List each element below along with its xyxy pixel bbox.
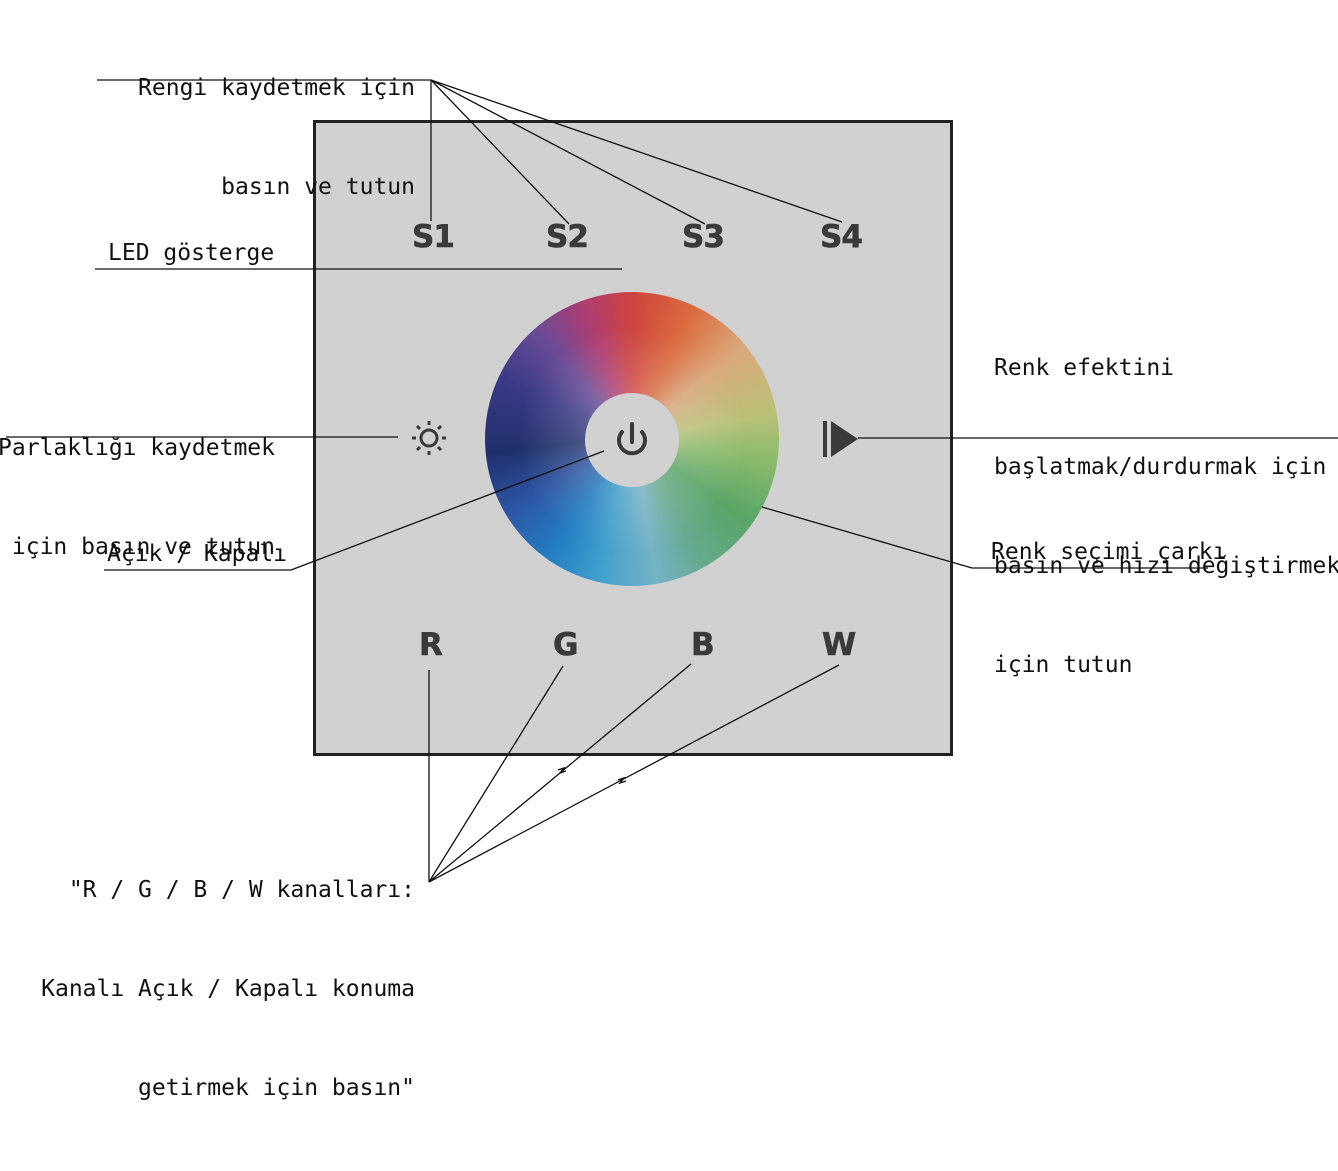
channels-line-3: getirmek için basın" xyxy=(138,1075,415,1101)
effect-line-4: için tutun xyxy=(994,652,1133,678)
channel-button-g[interactable]: G xyxy=(553,627,579,663)
save-brightness-label: Parlaklığı kaydetmek için basın ve tutun xyxy=(0,366,275,630)
leader-lines xyxy=(6,79,1338,883)
channel-button-w[interactable]: W xyxy=(822,627,857,663)
effect-line-2: başlatmak/durdurmak için xyxy=(994,454,1327,480)
effect-line-1: Renk efektini xyxy=(994,355,1175,381)
power-icon[interactable] xyxy=(617,422,647,456)
channel-button-b[interactable]: B xyxy=(691,627,715,663)
scene-button-s1[interactable]: S1 xyxy=(412,219,456,255)
channels-line-2: Kanalı Açık / Kapalı konuma xyxy=(41,976,415,1002)
led-indicator-label: LED gösterge xyxy=(108,240,275,266)
save-color-label: Rengi kaydetmek için basın ve tutun xyxy=(115,6,415,270)
save-brightness-line-2: için basın ve tutun xyxy=(11,534,275,560)
color-wheel-label: Renk seçimi çarkı xyxy=(991,539,1227,565)
play-icon[interactable] xyxy=(823,421,858,457)
scene-button-s3[interactable]: S3 xyxy=(682,219,726,255)
scene-button-s2[interactable]: S2 xyxy=(546,219,590,255)
on-off-label: Açık / Kapalı xyxy=(107,541,288,567)
effect-line-3: basın ve hızı değiştirmek xyxy=(994,553,1338,579)
scene-button-s4[interactable]: S4 xyxy=(820,219,864,255)
channels-line-1: "R / G / B / W kanalları: xyxy=(68,877,415,903)
save-brightness-line-1: Parlaklığı kaydetmek xyxy=(0,435,275,461)
save-color-line-1: Rengi kaydetmek için xyxy=(138,75,415,101)
channels-label: "R / G / B / W kanalları: Kanalı Açık / … xyxy=(15,808,415,1171)
effect-label: Renk efektini başlatmak/durdurmak için b… xyxy=(994,286,1338,748)
diagram: S1 S2 S3 S4 R G B W xyxy=(0,6,1338,1101)
save-color-line-2: basın ve tutun xyxy=(221,174,415,200)
channel-button-r[interactable]: R xyxy=(419,627,443,663)
sun-icon[interactable] xyxy=(412,421,446,455)
